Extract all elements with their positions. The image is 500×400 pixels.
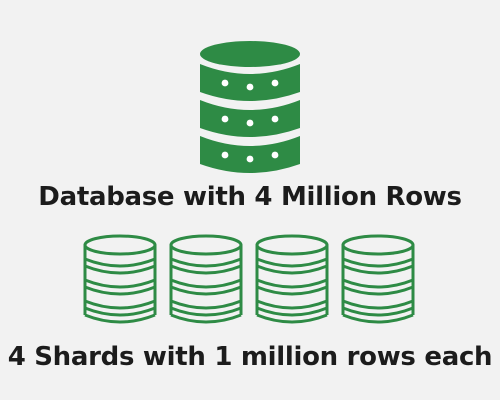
shards-group <box>82 234 418 326</box>
shard-3-database-outline-icon <box>255 234 329 324</box>
shards-label: 4 Shards with 1 million rows each <box>7 342 493 372</box>
main-database-label: Database with 4 Million Rows <box>38 182 462 212</box>
shard-1-database-outline-icon <box>83 234 157 324</box>
shard-2-database-outline-icon <box>169 234 243 324</box>
shard-4-database-outline-icon <box>341 234 415 324</box>
database-icon <box>200 41 300 173</box>
